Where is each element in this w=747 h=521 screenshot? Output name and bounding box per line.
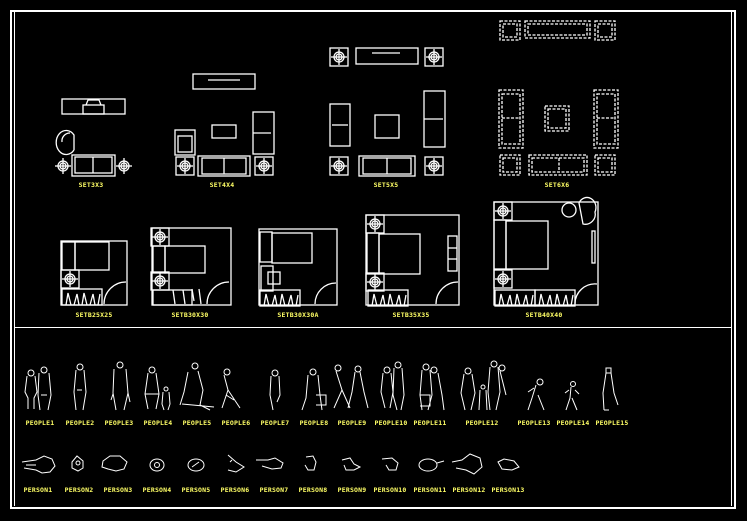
label-people9: PEOPLE9	[337, 419, 367, 427]
bedroom-set-b35x35[interactable]	[365, 214, 460, 307]
label-people11: PEOPLE11	[413, 419, 447, 427]
label-set4x4: SET4X4	[209, 181, 235, 189]
label-person10: PERSON10	[373, 486, 407, 494]
label-people13: PEOPLE13	[517, 419, 551, 427]
label-people3: PEOPLE3	[104, 419, 134, 427]
label-people10: PEOPLE10	[374, 419, 408, 427]
label-people15: PEOPLE15	[595, 419, 629, 427]
label-set5x5: SET5X5	[373, 181, 399, 189]
bedroom-set-b30x30[interactable]	[151, 227, 232, 306]
label-people5: PEOPLE5	[182, 419, 212, 427]
label-people7: PEOPLE7	[260, 419, 290, 427]
label-person8: PERSON8	[298, 486, 328, 494]
label-setb40x40: SETB40X40	[525, 311, 563, 319]
furniture-set-6x6[interactable]	[498, 20, 619, 176]
label-setb25x25: SETB25X25	[75, 311, 113, 319]
furniture-set-3x3[interactable]	[54, 98, 133, 177]
person-topview-figures[interactable]	[21, 453, 520, 475]
furniture-set-4x4[interactable]	[174, 73, 275, 177]
label-people12: PEOPLE12	[465, 419, 499, 427]
label-set6x6: SET6X6	[544, 181, 570, 189]
label-person13: PERSON13	[491, 486, 525, 494]
label-people14: PEOPLE14	[556, 419, 590, 427]
label-setb35x35: SETB35X35	[392, 311, 430, 319]
drawing-inner-border	[14, 12, 732, 506]
label-people4: PEOPLE4	[143, 419, 173, 427]
label-person4: PERSON4	[142, 486, 172, 494]
people-figures[interactable]	[24, 360, 619, 411]
label-people1: PEOPLE1	[25, 419, 55, 427]
label-person11: PERSON11	[413, 486, 447, 494]
label-person1: PERSON1	[23, 486, 53, 494]
label-person3: PERSON3	[103, 486, 133, 494]
furniture-set-5x5[interactable]	[329, 47, 446, 177]
label-setb30x30: SETB30X30	[171, 311, 209, 319]
drawing-border	[10, 10, 736, 509]
label-set3x3: SET3X3	[78, 181, 104, 189]
label-people6: PEOPLE6	[221, 419, 251, 427]
section-divider	[14, 327, 732, 328]
label-person2: PERSON2	[64, 486, 94, 494]
label-setb30x30a: SETB30X30A	[277, 311, 319, 319]
label-people8: PEOPLE8	[299, 419, 329, 427]
bedroom-set-b25x25[interactable]	[60, 240, 128, 306]
label-person5: PERSON5	[181, 486, 211, 494]
label-person12: PERSON12	[452, 486, 486, 494]
label-person6: PERSON6	[220, 486, 250, 494]
label-person9: PERSON9	[337, 486, 367, 494]
bedroom-set-b40x40[interactable]	[493, 196, 599, 307]
bedroom-set-b30x30a[interactable]	[258, 228, 338, 307]
label-people2: PEOPLE2	[65, 419, 95, 427]
label-person7: PERSON7	[259, 486, 289, 494]
